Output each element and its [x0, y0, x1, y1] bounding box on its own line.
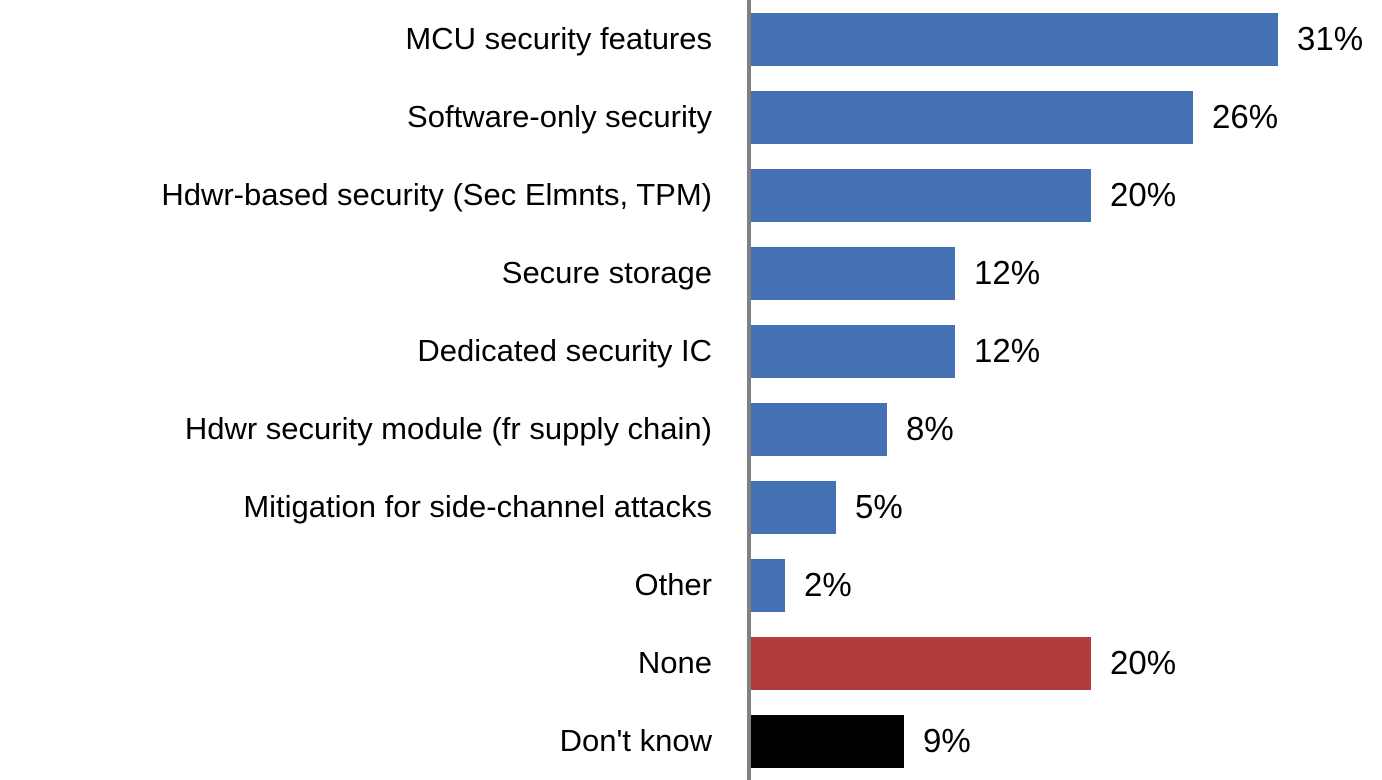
category-label: Don't know	[559, 722, 712, 758]
plot-area: 9%	[747, 702, 1382, 780]
value-label: 5%	[855, 488, 903, 525]
bar	[751, 246, 955, 300]
category-label: Other	[634, 566, 712, 602]
category-label: Dedicated security IC	[417, 332, 712, 368]
plot-area: 20%	[747, 156, 1382, 234]
bar	[751, 636, 1091, 690]
category-label: Software-only security	[407, 98, 712, 134]
value-label: 8%	[906, 410, 954, 447]
chart-row: Software-only security 26%	[0, 78, 1382, 156]
bar	[751, 168, 1091, 222]
category-label: None	[637, 644, 712, 680]
bar	[751, 714, 904, 768]
chart-row: MCU security features 31%	[0, 0, 1382, 78]
plot-area: 2%	[747, 546, 1382, 624]
bar	[751, 558, 785, 612]
plot-area: 8%	[747, 390, 1382, 468]
bar	[751, 90, 1193, 144]
chart-row: None 20%	[0, 624, 1382, 702]
bar	[751, 480, 836, 534]
value-label: 26%	[1212, 98, 1279, 135]
value-label: 12%	[974, 332, 1041, 369]
chart-row: Hdwr-based security (Sec Elmnts, TPM) 20…	[0, 156, 1382, 234]
bar	[751, 324, 955, 378]
category-label: Secure storage	[501, 254, 712, 290]
bar	[751, 402, 887, 456]
category-label: Mitigation for side-channel attacks	[243, 488, 712, 524]
plot-area: 20%	[747, 624, 1382, 702]
chart-row: Mitigation for side-channel attacks 5%	[0, 468, 1382, 546]
plot-area: 12%	[747, 312, 1382, 390]
plot-area: 5%	[747, 468, 1382, 546]
plot-area: 12%	[747, 234, 1382, 312]
category-label: Hdwr-based security (Sec Elmnts, TPM)	[161, 176, 712, 212]
plot-area: 26%	[747, 78, 1382, 156]
value-label: 2%	[804, 566, 852, 603]
bar	[751, 12, 1278, 66]
value-label: 9%	[923, 722, 971, 759]
value-label: 20%	[1110, 644, 1177, 681]
chart-row: Dedicated security IC 12%	[0, 312, 1382, 390]
value-label: 20%	[1110, 176, 1177, 213]
value-label: 31%	[1297, 20, 1364, 57]
chart-row: Don't know 9%	[0, 702, 1382, 780]
plot-area: 31%	[747, 0, 1382, 78]
chart-row: Hdwr security module (fr supply chain) 8…	[0, 390, 1382, 468]
chart-row: Other 2%	[0, 546, 1382, 624]
category-label: Hdwr security module (fr supply chain)	[184, 410, 712, 446]
value-label: 12%	[974, 254, 1041, 291]
category-label: MCU security features	[405, 20, 712, 56]
chart-row: Secure storage 12%	[0, 234, 1382, 312]
